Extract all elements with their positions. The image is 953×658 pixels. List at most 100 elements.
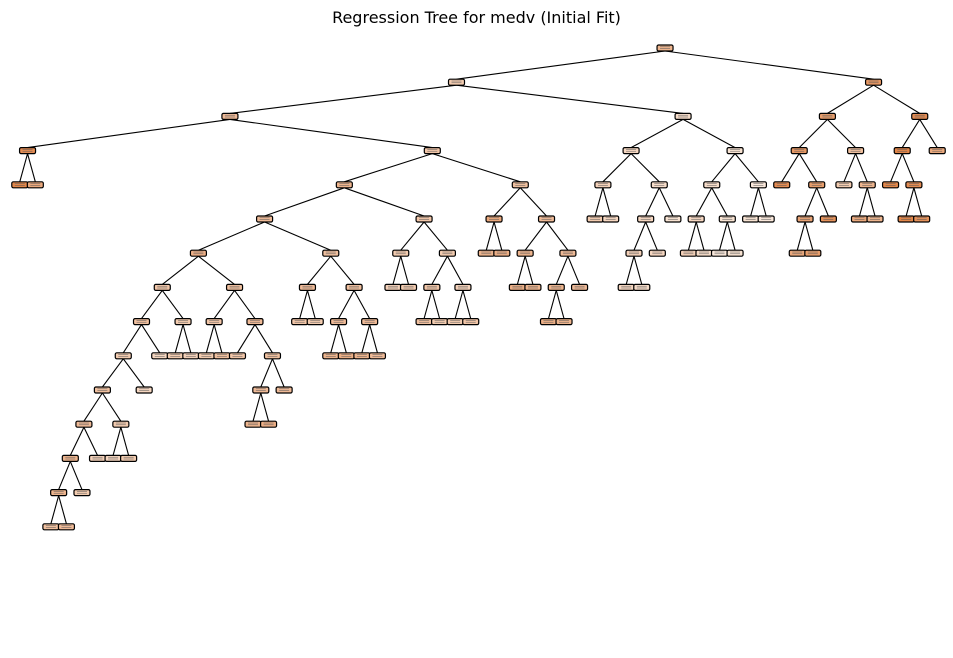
tree-node-box — [221, 112, 239, 121]
tree-node-box — [415, 318, 433, 326]
tree-node-B1 — [415, 215, 433, 223]
tree-node-C3 — [477, 249, 495, 257]
tree-node-box — [197, 352, 215, 360]
tree-node-box — [586, 215, 604, 223]
tree-edge — [423, 290, 433, 319]
tree-node-box — [547, 283, 565, 291]
tree-edge — [141, 324, 161, 354]
tree-edge — [198, 255, 235, 285]
tree-node-F6 — [928, 147, 946, 155]
tree-edge — [260, 358, 273, 388]
tree-edge — [757, 187, 767, 217]
tree-edge — [141, 290, 163, 319]
tree-node-L — [447, 78, 466, 86]
tree-node-A13 — [73, 489, 91, 497]
tree-edge — [122, 324, 142, 354]
tree-edge — [519, 187, 547, 217]
tree-edge — [816, 187, 829, 217]
tree-node-box — [537, 215, 556, 223]
tree-edge — [919, 119, 938, 148]
tree-node-A32 — [259, 420, 278, 428]
tree-edge — [718, 221, 728, 251]
tree-node-LR — [674, 112, 692, 121]
tree-node-box — [50, 489, 68, 497]
tree-node-box — [773, 181, 791, 189]
tree-node-box — [225, 283, 244, 291]
tree-edge — [454, 290, 464, 319]
tree-node-box — [120, 454, 138, 462]
tree-node-box — [648, 249, 666, 257]
tree-node-D11 — [664, 215, 682, 223]
tree-edge — [843, 153, 857, 183]
tree-node-E4 — [796, 215, 814, 223]
tree-edge — [750, 187, 759, 217]
tree-edge — [658, 187, 674, 217]
tree-node-box — [368, 352, 387, 360]
tree-edge — [711, 153, 736, 183]
tree-edge — [798, 153, 818, 183]
tree-node-D18 — [710, 249, 729, 257]
tree-node-box — [57, 523, 76, 531]
tree-node-box — [633, 283, 651, 291]
tree-node-box — [796, 215, 814, 223]
tree-node-A18 — [135, 386, 153, 394]
tree-edge — [462, 290, 472, 319]
tree-node-D10 — [648, 249, 666, 257]
tree-node-B7 — [415, 318, 433, 326]
tree-edge — [213, 290, 236, 319]
tree-node-box — [337, 352, 355, 360]
tree-node-box — [298, 283, 317, 291]
tree-node-box — [415, 215, 433, 223]
tree-node-A10 — [50, 489, 68, 497]
tree-node-A37 — [306, 318, 324, 326]
tree-node-box — [804, 249, 822, 257]
tree-node-box — [345, 283, 363, 291]
tree-edge — [83, 426, 99, 456]
tree-node-box — [275, 386, 293, 394]
tree-node-box — [858, 181, 876, 189]
tree-edge — [369, 324, 378, 353]
tree-edge — [901, 153, 915, 183]
tree-edge — [456, 84, 684, 114]
tree-node-box — [864, 78, 883, 86]
tree-node-D9 — [633, 283, 651, 291]
tree-node-box — [384, 283, 402, 291]
tree-edge — [229, 118, 433, 149]
tree-node-F2 — [881, 181, 900, 189]
tree-node-LLLR — [26, 181, 44, 189]
tree-edge — [446, 255, 464, 285]
tree-edge — [400, 256, 410, 285]
tree-node-B5 — [438, 249, 456, 257]
tree-node-A41 — [337, 352, 355, 360]
tree-node-box — [244, 420, 262, 428]
tree-node-box — [511, 181, 529, 189]
tree-node-D2 — [594, 181, 612, 189]
tree-node-A44 — [368, 352, 387, 360]
tree-edge — [361, 324, 371, 353]
tree-node-C5 — [537, 215, 556, 223]
tree-node-B3 — [384, 283, 402, 291]
tree-node-box — [166, 352, 184, 360]
tree-node-box — [135, 386, 153, 394]
tree-node-box — [594, 181, 612, 189]
tree-node-A24 — [205, 318, 223, 326]
tree-node-box — [353, 352, 371, 360]
tree-node-E7 — [819, 215, 837, 223]
tree-edge — [493, 221, 503, 251]
tree-node-box — [477, 249, 495, 257]
tree-node-D7 — [625, 249, 643, 257]
tree-edge — [344, 187, 425, 217]
tree-node-box — [228, 352, 247, 360]
tree-node-D15 — [679, 249, 698, 257]
tree-edge — [913, 187, 923, 217]
tree-edge — [330, 255, 355, 285]
tree-edge — [432, 153, 521, 183]
tree-edge — [645, 221, 658, 251]
tree-edge — [264, 221, 331, 251]
tree-node-box — [726, 147, 744, 155]
tree-node-A17 — [120, 454, 138, 462]
tree-edge — [630, 118, 684, 149]
tree-node-box — [11, 181, 29, 189]
tree-node-B8 — [431, 318, 449, 326]
tree-node-A19 — [151, 352, 169, 360]
